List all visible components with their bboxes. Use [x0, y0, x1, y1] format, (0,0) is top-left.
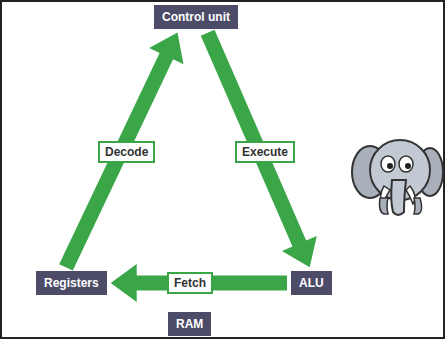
elephant-illustration	[352, 140, 443, 215]
box-label: Registers	[44, 276, 99, 290]
flow-arrow	[111, 264, 287, 302]
flow-arrow	[59, 33, 183, 271]
process-box: ALU	[291, 271, 332, 295]
box-label: ALU	[299, 276, 324, 290]
process-box: RAM	[168, 312, 211, 336]
step-label: Decode	[98, 141, 155, 163]
process-box: Registers	[36, 271, 107, 295]
flow-arrow	[201, 30, 317, 268]
box-label: Control unit	[162, 10, 230, 24]
step-label: Execute	[235, 141, 295, 163]
process-box: Control unit	[154, 5, 238, 29]
step-label: Fetch	[167, 272, 213, 294]
box-label: RAM	[176, 317, 203, 331]
